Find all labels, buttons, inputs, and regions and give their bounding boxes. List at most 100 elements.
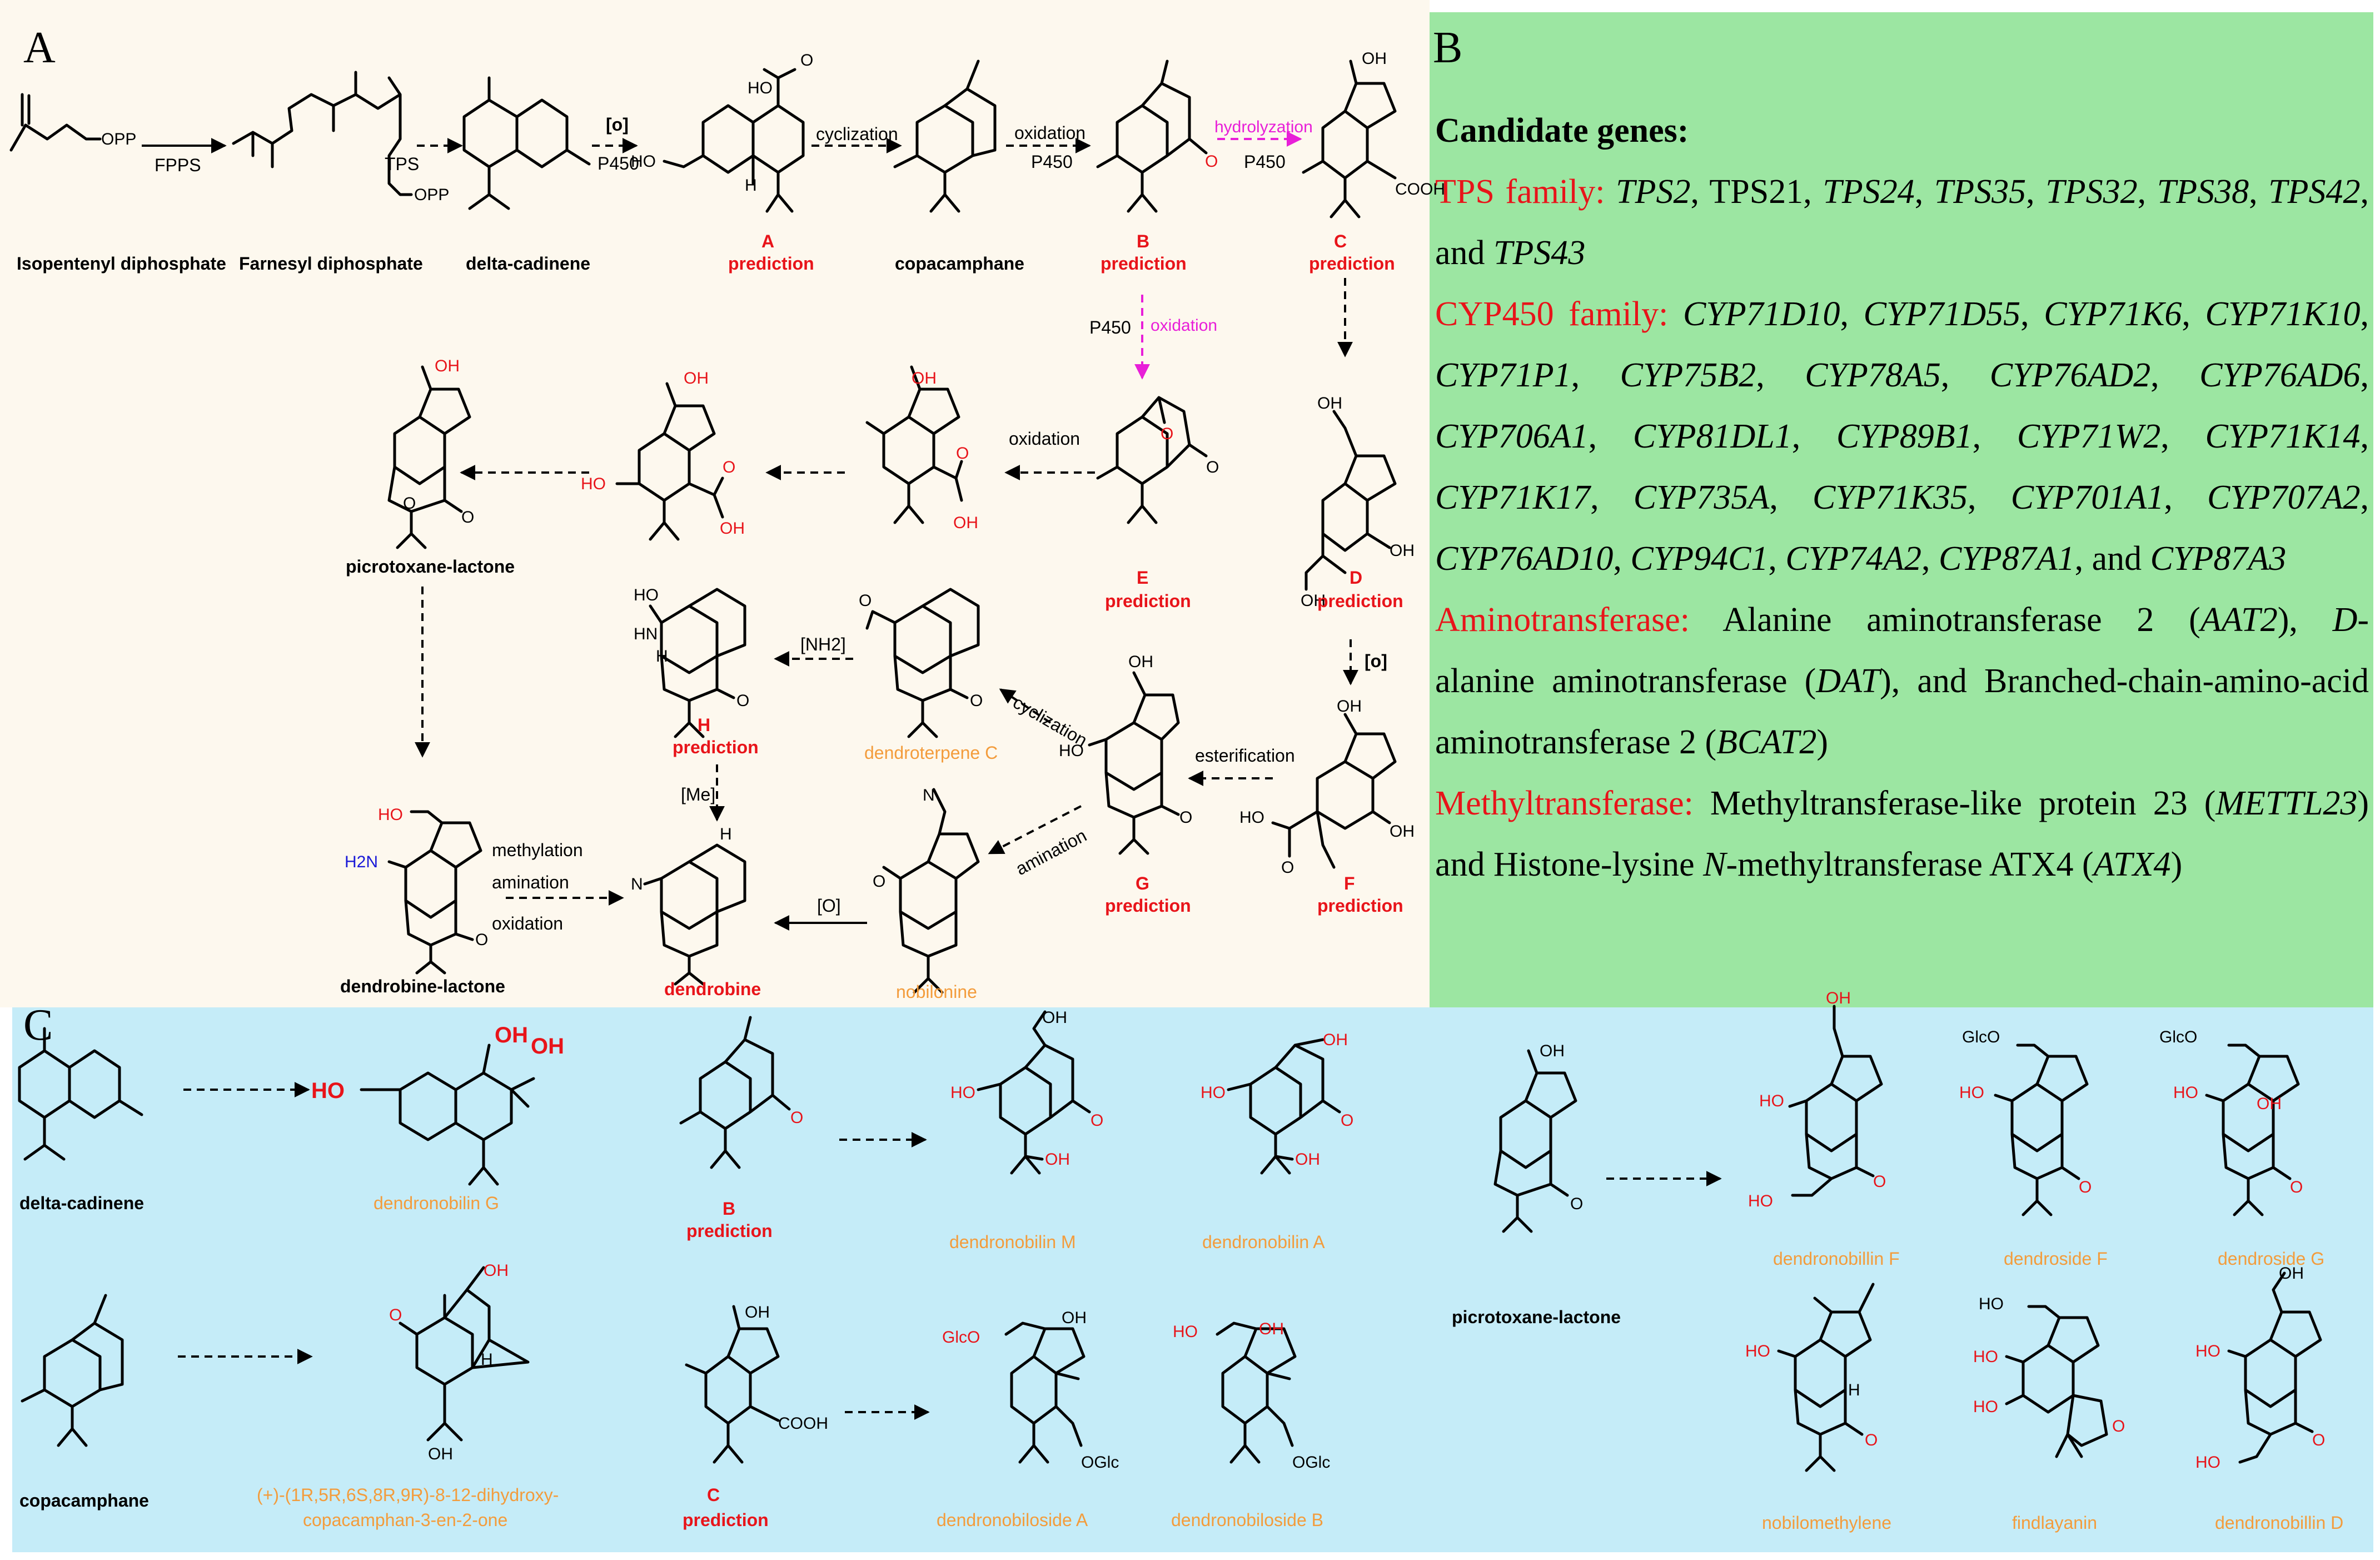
label-h: H: [698, 715, 710, 735]
label-dendronobilin-m: dendronobilin M: [949, 1232, 1076, 1252]
svg-text:OPP: OPP: [414, 186, 449, 204]
prediction-h: prediction: [673, 737, 759, 757]
label-fpps: FPPS: [155, 155, 201, 175]
svg-text:OH: OH: [1362, 49, 1387, 68]
svg-text:OH: OH: [1045, 1150, 1070, 1169]
label-c-c: C: [707, 1485, 720, 1505]
svg-text:O: O: [1865, 1431, 1878, 1449]
svg-text:OH: OH: [720, 519, 745, 538]
svg-text:HO: HO: [1745, 1342, 1770, 1360]
structure-nobilomethylene: HO H O: [1745, 1283, 1878, 1472]
svg-text:OH: OH: [484, 1261, 509, 1280]
svg-text:HO: HO: [2195, 1342, 2220, 1360]
svg-text:OH: OH: [495, 1023, 528, 1047]
svg-text:O: O: [956, 444, 969, 463]
label-tps: TPS: [385, 154, 419, 174]
label-dendroside-f: dendroside F: [2004, 1249, 2108, 1269]
svg-text:OGlc: OGlc: [1081, 1453, 1119, 1472]
tps-line-2: and TPS43: [1435, 234, 1586, 272]
label-f: F: [1344, 873, 1355, 893]
svg-text:O: O: [800, 51, 813, 69]
structure-f: OH OH HO O: [1239, 697, 1415, 877]
label-methylation: methylation: [492, 840, 583, 860]
svg-text:HO: HO: [1973, 1398, 1998, 1416]
methyl-line-1: Methyltransferase: Methyltransferase-lik…: [1435, 784, 2369, 822]
svg-text:O: O: [736, 692, 749, 710]
label-copacamphane-c: copacamphane: [19, 1491, 149, 1511]
svg-text:O: O: [859, 592, 872, 610]
svg-text:OH: OH: [1323, 1031, 1348, 1049]
label-fpp: Farnesyl diphosphate: [239, 254, 423, 274]
svg-text:OH: OH: [912, 369, 937, 387]
label-nh2: [NH2]: [800, 634, 846, 654]
structure-dendrobine: N H: [631, 825, 746, 986]
prediction-g: prediction: [1105, 896, 1191, 916]
label-p450-3: P450: [1244, 152, 1286, 172]
label-copacamphane-a: copacamphane: [895, 254, 1024, 274]
svg-text:H: H: [1848, 1381, 1860, 1399]
svg-text:HO: HO: [1173, 1323, 1198, 1341]
svg-text:O: O: [873, 872, 885, 891]
structure-acid-1: OH O OH: [865, 365, 978, 532]
label-oxidation-3: oxidation: [492, 913, 563, 933]
label-b-c: B: [723, 1199, 735, 1219]
label-ox1: [o]: [606, 115, 629, 135]
label-p450-4: P450: [1089, 317, 1131, 337]
structure-h: HO HN O H: [634, 586, 749, 738]
candidate-genes-heading: Candidate genes:: [1435, 112, 1689, 150]
structure-c-a: OH COOH: [1302, 49, 1445, 218]
cyp-line-2: CYP71P1, CYP75B2, CYP78A5, CYP76AD2, CYP…: [1435, 356, 2369, 394]
label-copacamphan-1: (+)-(1R,5R,6S,8R,9R)-8-12-dihydroxy-: [257, 1485, 559, 1505]
structure-dendronobilin-a: OH HO O OH: [1201, 1031, 1353, 1175]
label-ipp: Isopentenyl diphosphate: [17, 254, 226, 274]
svg-text:OH: OH: [1540, 1042, 1565, 1060]
svg-text:OH: OH: [1390, 541, 1415, 560]
svg-text:OH: OH: [1337, 697, 1362, 716]
label-e: E: [1137, 568, 1148, 588]
svg-text:HO: HO: [631, 152, 656, 171]
svg-text:HO: HO: [1979, 1295, 2004, 1313]
svg-text:HO: HO: [311, 1079, 345, 1103]
label-amination-2: amination: [492, 872, 569, 892]
svg-text:OH: OH: [428, 1445, 453, 1463]
panel-b: [1430, 12, 2373, 1007]
label-a: A: [761, 231, 774, 251]
svg-text:H: H: [481, 1350, 493, 1369]
svg-text:O: O: [2290, 1178, 2303, 1196]
panel-a: [0, 0, 1430, 1007]
label-p450-2: P450: [1031, 152, 1073, 172]
svg-text:HO: HO: [1059, 742, 1084, 760]
structure-d: OH OH OH: [1301, 394, 1415, 610]
svg-text:OH: OH: [435, 357, 460, 375]
svg-text:O: O: [2112, 1417, 2125, 1435]
tps-line-1: TPS family: TPS2, TPS21, TPS24, TPS35, T…: [1435, 173, 2369, 211]
svg-text:O: O: [790, 1109, 803, 1127]
svg-text:O: O: [461, 508, 474, 526]
label-me: [Me]: [681, 784, 715, 804]
label-nobilomethylene: nobilomethylene: [1762, 1513, 1891, 1533]
label-dendroterpene-c: dendroterpene C: [864, 743, 998, 763]
label-dendronobillin-d: dendronobillin D: [2215, 1513, 2343, 1533]
svg-text:H: H: [745, 176, 757, 195]
svg-text:O: O: [2312, 1431, 2325, 1449]
prediction-c-c: prediction: [683, 1510, 769, 1530]
prediction-a: prediction: [728, 254, 814, 274]
label-dendrobine: dendrobine: [664, 979, 761, 999]
svg-text:OH: OH: [1042, 1008, 1067, 1027]
structure-dendroterpene-c: O O: [859, 588, 983, 738]
cyp-line-1: CYP450 family: CYP71D10, CYP71D55, CYP71…: [1435, 295, 2369, 333]
structure-dendronobilin-m: OH HO O OH: [950, 1008, 1103, 1175]
label-hydrolyzation: hydrolyzation: [1214, 118, 1313, 136]
svg-text:HO: HO: [1748, 1192, 1773, 1210]
cyp-line-4: CYP71K17, CYP735A, CYP71K35, CYP701A1, C…: [1435, 479, 2369, 516]
svg-text:OH: OH: [1062, 1309, 1087, 1327]
svg-text:HO: HO: [2195, 1453, 2220, 1472]
structure-dendronobillin-d: OH HO HO O: [2195, 1264, 2325, 1472]
prediction-b-c: prediction: [686, 1221, 773, 1241]
amino-line-3: aminotransferase 2 (BCAT2): [1435, 723, 1829, 761]
structure-g: OH HO O: [1059, 653, 1192, 855]
svg-text:OH: OH: [1295, 1150, 1320, 1169]
label-amination-1: amination: [1012, 825, 1089, 879]
svg-text:OH: OH: [1390, 822, 1415, 841]
label-dendronobilin-g: dendronobilin G: [374, 1193, 499, 1213]
